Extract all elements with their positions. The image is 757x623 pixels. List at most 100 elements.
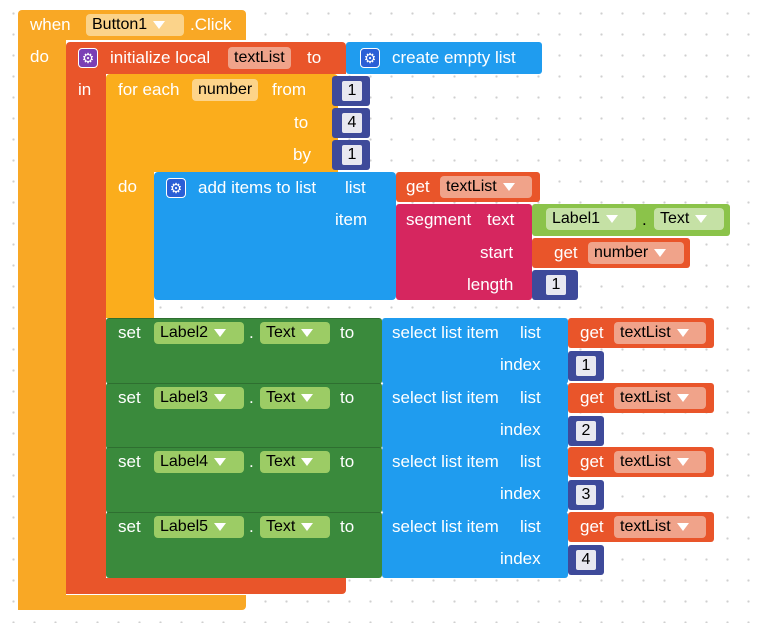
from-number-field[interactable]: 1 xyxy=(341,80,363,102)
chevron-down-icon xyxy=(676,522,689,531)
when-label: when xyxy=(30,15,71,34)
textlist-dropdown-label: textList xyxy=(620,324,671,341)
textlist-var-name[interactable]: textList xyxy=(228,47,291,69)
select-index-label: index xyxy=(500,549,541,568)
select-list-item-block[interactable] xyxy=(382,383,568,449)
select-list-item-block[interactable] xyxy=(382,447,568,513)
select-list-label: list xyxy=(520,452,541,471)
number-dropdown-label: number xyxy=(594,244,649,261)
list-mutator-gear-icon[interactable]: ⚙ xyxy=(360,48,380,68)
segment-length-label: length xyxy=(467,275,514,294)
for-each-to-label: to xyxy=(294,113,309,132)
set-component-dropdown-label: Label2 xyxy=(160,324,209,341)
set-label: set xyxy=(118,452,141,471)
text-property-dropdown[interactable]: Text xyxy=(654,208,724,230)
number-var-name[interactable]: number xyxy=(192,79,259,101)
length-number-field[interactable]: 1 xyxy=(545,274,567,296)
set-dot: . xyxy=(249,323,254,342)
event-block-body xyxy=(18,38,66,610)
segment-text-label: text xyxy=(487,210,515,229)
set-property-dropdown-label: Text xyxy=(266,518,296,535)
select-list-item-label: select list item xyxy=(392,388,499,407)
chevron-down-icon xyxy=(301,328,314,337)
by-number-field[interactable]: 1 xyxy=(341,144,363,166)
set-component-dropdown-label: Label5 xyxy=(160,518,209,535)
chevron-down-icon xyxy=(214,457,227,466)
set-component-dropdown[interactable]: Label5 xyxy=(154,516,244,538)
add-items-item-label: item xyxy=(335,210,368,229)
add-items-gear-icon[interactable]: ⚙ xyxy=(166,178,186,198)
select-list-item-label: select list item xyxy=(392,323,499,342)
select-list-item-label: select list item xyxy=(392,452,499,471)
textlist-var-name-text: textList xyxy=(234,49,285,66)
set-property-dropdown[interactable]: Text xyxy=(260,516,330,538)
add-items-to-list-block[interactable] xyxy=(154,172,396,300)
for-each-label: for each xyxy=(118,80,180,99)
select-index-label: index xyxy=(500,420,541,439)
set-label-text-block[interactable] xyxy=(106,512,382,578)
select-list-label: list xyxy=(520,388,541,407)
segment-label: segment xyxy=(406,210,472,229)
label1-dropdown[interactable]: Label1 xyxy=(546,208,636,230)
mutator-gear-icon[interactable]: ⚙ xyxy=(78,48,98,68)
for-each-by-label: by xyxy=(293,145,311,164)
select-list-item-label: select list item xyxy=(392,517,499,536)
textlist-dropdown-label: textList xyxy=(620,518,671,535)
textlist-dropdown[interactable]: textList xyxy=(614,451,706,473)
set-label-text-block[interactable] xyxy=(106,383,382,449)
get-label: get xyxy=(580,452,604,471)
set-dot: . xyxy=(249,517,254,536)
textlist-dropdown[interactable]: textList xyxy=(614,387,706,409)
set-label-text-block[interactable] xyxy=(106,447,382,513)
segment-text-block[interactable] xyxy=(396,204,532,300)
event-block-footer xyxy=(18,595,246,610)
to-number-field[interactable]: 4 xyxy=(341,112,363,134)
set-to-label: to xyxy=(340,388,355,407)
label1-dropdown-label: Label1 xyxy=(552,210,601,227)
set-component-dropdown-label: Label3 xyxy=(160,389,209,406)
chevron-down-icon xyxy=(606,214,619,223)
set-property-dropdown[interactable]: Text xyxy=(260,322,330,344)
number-dropdown[interactable]: number xyxy=(588,242,684,264)
select-list-label: list xyxy=(520,517,541,536)
textlist-dropdown[interactable]: textList xyxy=(614,322,706,344)
chevron-down-icon xyxy=(301,393,314,402)
get-label: get xyxy=(580,388,604,407)
chevron-down-icon xyxy=(695,214,708,223)
textlist-dropdown-label: textList xyxy=(620,453,671,470)
button1-dropdown-label: Button1 xyxy=(92,16,148,33)
set-component-dropdown[interactable]: Label4 xyxy=(154,451,244,473)
chevron-down-icon xyxy=(214,522,227,531)
set-property-dropdown-label: Text xyxy=(266,453,296,470)
set-component-dropdown[interactable]: Label3 xyxy=(154,387,244,409)
get-label: get xyxy=(580,323,604,342)
chevron-down-icon xyxy=(153,20,166,29)
select-list-item-block[interactable] xyxy=(382,318,568,384)
init-local-block[interactable] xyxy=(66,42,346,74)
set-dot: . xyxy=(249,452,254,471)
event-do-label: do xyxy=(30,47,49,66)
set-property-dropdown[interactable]: Text xyxy=(260,451,330,473)
index-number-field[interactable]: 4 xyxy=(575,549,597,571)
set-label-text-block[interactable] xyxy=(106,318,382,384)
textlist-dropdown-label: textList xyxy=(620,389,671,406)
select-index-label: index xyxy=(500,484,541,503)
index-number-field[interactable]: 1 xyxy=(575,355,597,377)
for-each-from-label: from xyxy=(272,80,306,99)
index-number-field[interactable]: 3 xyxy=(575,484,597,506)
init-local-in-label: in xyxy=(78,80,92,99)
textlist-dropdown[interactable]: textList xyxy=(440,176,532,198)
chevron-down-icon xyxy=(676,457,689,466)
button1-dropdown[interactable]: Button1 xyxy=(86,14,184,36)
index-number-field[interactable]: 2 xyxy=(575,420,597,442)
chevron-down-icon xyxy=(214,328,227,337)
set-to-label: to xyxy=(340,452,355,471)
select-list-item-block[interactable] xyxy=(382,512,568,578)
select-list-label: list xyxy=(520,323,541,342)
textlist-dropdown-label: textList xyxy=(446,178,497,195)
set-property-dropdown[interactable]: Text xyxy=(260,387,330,409)
textlist-dropdown[interactable]: textList xyxy=(614,516,706,538)
init-local-to-label: to xyxy=(307,48,322,67)
get-label: get xyxy=(406,177,430,196)
set-component-dropdown[interactable]: Label2 xyxy=(154,322,244,344)
